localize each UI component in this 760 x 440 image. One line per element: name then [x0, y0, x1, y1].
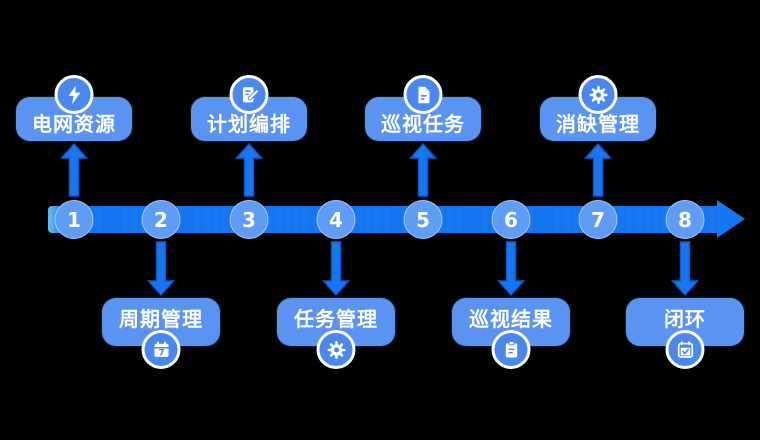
- down-arrow-icon: [671, 241, 699, 296]
- step-number-circle: 2: [141, 200, 181, 239]
- lightning-icon: [54, 75, 94, 114]
- step-number: 4: [329, 207, 343, 232]
- step-number: 5: [416, 207, 430, 232]
- step-number: 3: [242, 207, 256, 232]
- step-label: 计划编排: [207, 111, 291, 136]
- gear-icon: [578, 75, 618, 114]
- step-label: 电网资源: [32, 111, 116, 136]
- step-number-circle: 6: [491, 200, 531, 239]
- calendar-day-number: 7: [158, 348, 164, 358]
- up-arrow-icon: [409, 143, 437, 197]
- step-number-circle: 8: [665, 200, 705, 239]
- step-label: 巡视结果: [469, 306, 553, 331]
- step-label: 闭环: [664, 306, 706, 331]
- up-arrow-icon: [584, 143, 612, 197]
- step-number-circle: 4: [316, 200, 356, 239]
- step-label-box: 计划编排: [191, 97, 307, 141]
- step-label: 周期管理: [119, 306, 203, 331]
- step-number: 2: [154, 207, 168, 232]
- step-number-circle: 1: [54, 200, 94, 239]
- step-number: 1: [67, 207, 81, 232]
- calendar-date-icon: 7: [141, 330, 181, 369]
- step-number-circle: 5: [403, 200, 443, 239]
- step-number: 8: [678, 207, 692, 232]
- step-number: 6: [504, 207, 518, 232]
- down-arrow-icon: [322, 241, 350, 296]
- gear-icon: [316, 330, 356, 369]
- document-icon: [403, 75, 443, 114]
- down-arrow-icon: [147, 241, 175, 296]
- up-arrow-icon: [60, 143, 88, 197]
- step-number: 7: [591, 207, 605, 232]
- up-arrow-icon: [235, 143, 263, 197]
- step-number-circle: 3: [229, 200, 269, 239]
- step-number-circle: 7: [578, 200, 618, 239]
- clipboard-icon: [491, 330, 531, 369]
- edit-plan-icon: [229, 75, 269, 114]
- down-arrow-icon: [497, 241, 525, 296]
- calendar-check-icon: [665, 330, 705, 369]
- step-label: 任务管理: [294, 306, 378, 331]
- step-label: 巡视任务: [381, 111, 465, 136]
- step-label: 消缺管理: [556, 111, 640, 136]
- timeline-arrowhead-icon: [717, 200, 745, 238]
